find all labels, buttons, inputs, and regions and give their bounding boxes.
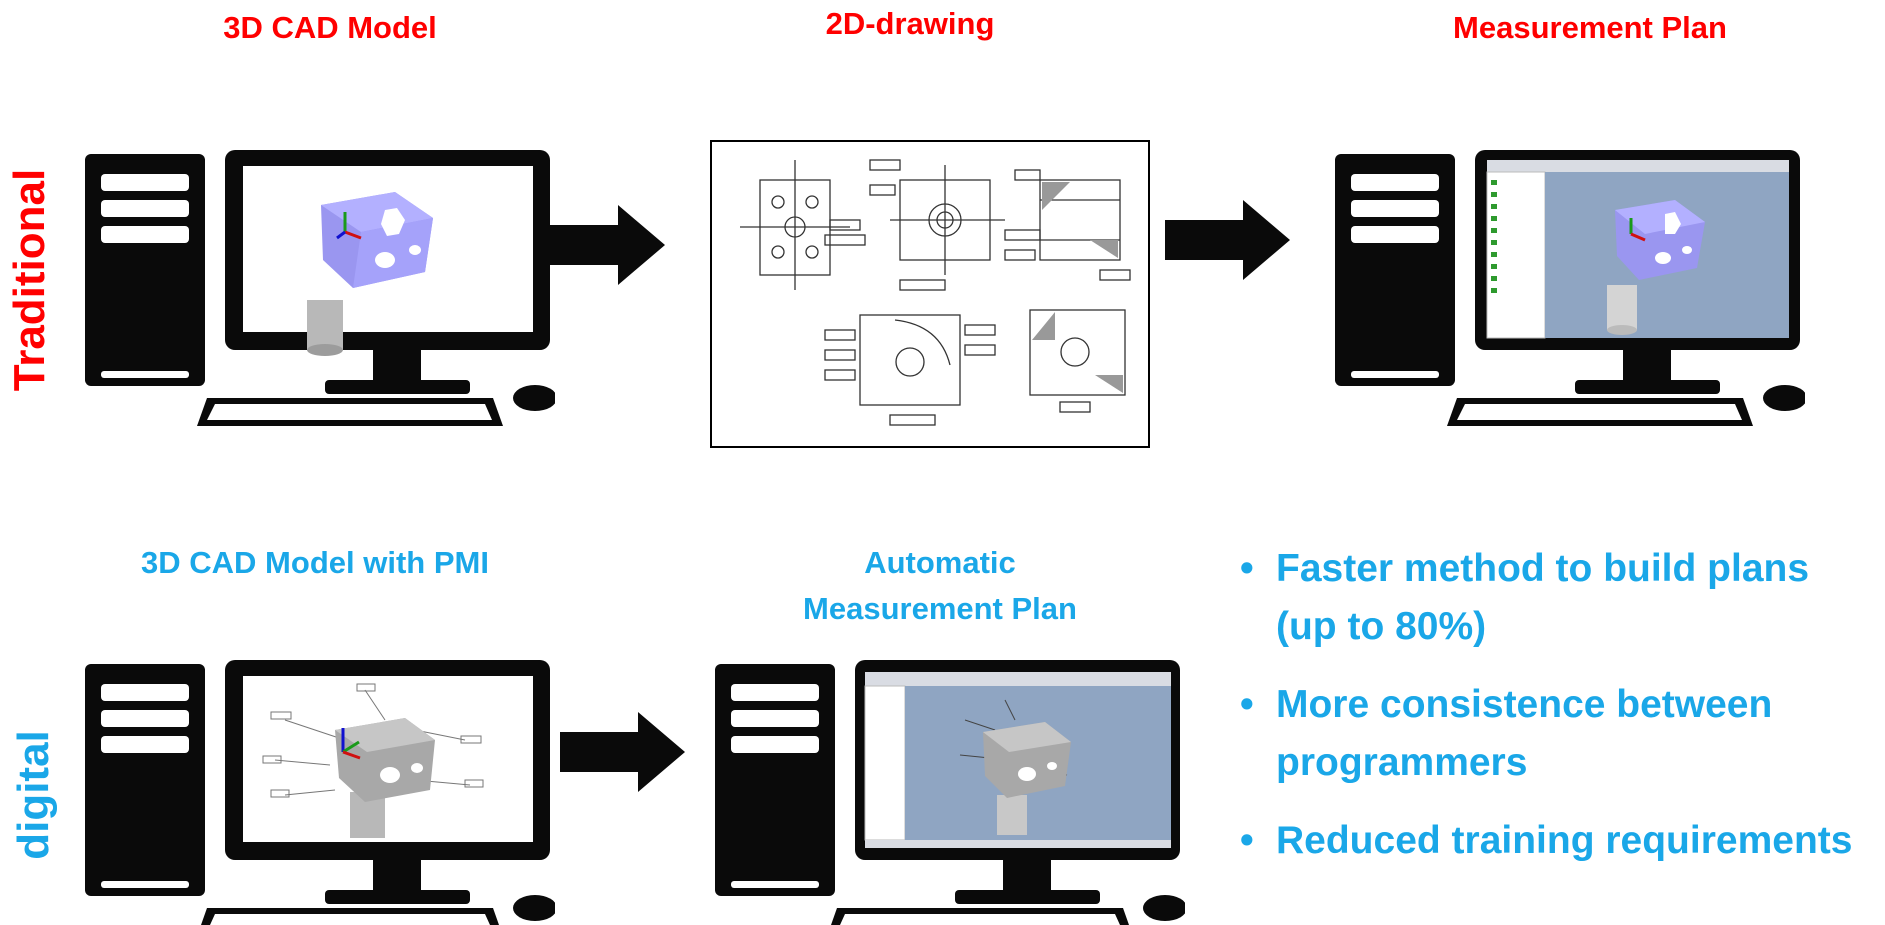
benefit-item: Reduced training requirements <box>1240 812 1880 870</box>
benefits-list: Faster method to build plans (up to 80%)… <box>1240 540 1880 890</box>
cad-part-icon <box>307 192 433 356</box>
computer-icon <box>85 660 555 925</box>
computer-icon <box>715 660 1185 925</box>
title-3d-cad-model: 3D CAD Model <box>223 10 437 45</box>
arrow-right-icon <box>540 205 665 285</box>
computer-icon <box>1335 150 1805 426</box>
title-measurement-plan: Measurement Plan <box>1453 10 1727 45</box>
benefit-item: More consistence between programmers <box>1240 676 1880 792</box>
row-label-traditional: Traditional <box>5 168 54 392</box>
title-3d-cad-model-pmi: 3D CAD Model with PMI <box>141 545 489 580</box>
title-automatic-line1: Automatic <box>864 545 1016 580</box>
title-2d-drawing: 2D-drawing <box>825 6 995 41</box>
technical-drawing-icon <box>710 140 1150 448</box>
row-label-digital: digital <box>9 730 58 860</box>
benefit-item: Faster method to build plans (up to 80%) <box>1240 540 1880 656</box>
title-automatic-measurement-plan: Automatic Measurement Plan <box>770 540 1110 632</box>
arrow-right-icon <box>560 712 685 792</box>
computer-icon <box>85 150 555 426</box>
arrow-right-icon <box>1165 200 1290 280</box>
title-automatic-line2: Measurement Plan <box>803 591 1077 626</box>
